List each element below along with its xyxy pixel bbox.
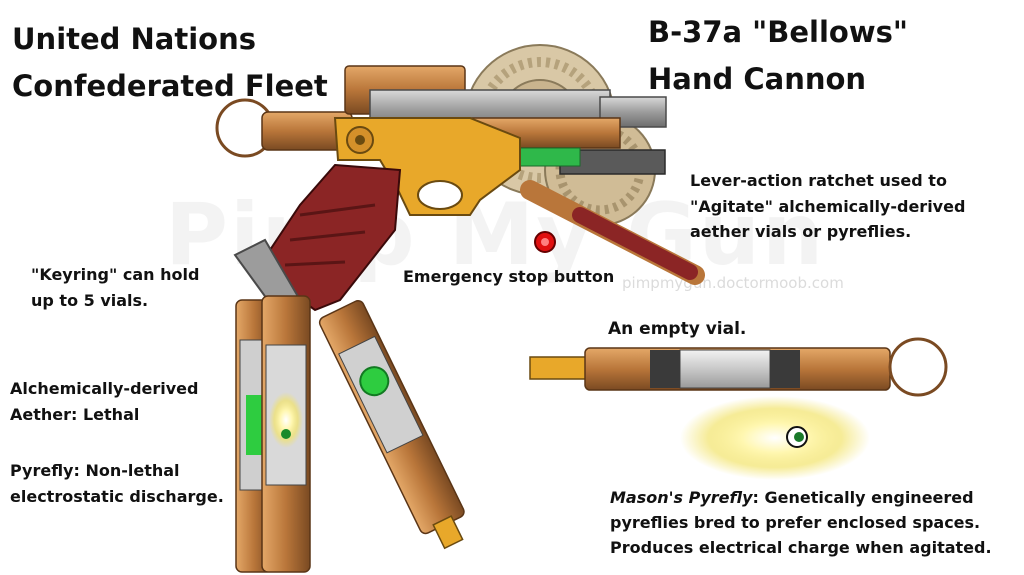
hanging-vial-angled <box>318 300 465 550</box>
pyrefly-illustration <box>680 396 870 480</box>
label-ratchet: Lever-action ratchet used to "Agitate" a… <box>690 171 966 242</box>
mason-pyrefly-name: Mason's Pyrefly <box>610 488 753 507</box>
hanging-vial-center <box>261 295 311 573</box>
title-organization: United Nations Confederated Fleet <box>12 22 328 103</box>
title-weapon: B-37a "Bellows" Hand Cannon <box>648 15 909 96</box>
label-empty-vial: An empty vial. <box>608 319 747 339</box>
grip <box>260 163 402 312</box>
label-emergency-stop: Emergency stop button <box>403 267 615 286</box>
label-keyring: "Keyring" can hold up to 5 vials. <box>31 265 200 310</box>
trigger-guard <box>417 180 463 210</box>
empty-vial-illustration <box>529 337 948 397</box>
watermark-url: pimpmygun.doctormoob.com <box>622 274 844 292</box>
label-mason-pyrefly: Mason's Pyrefly: Genetically engineered … <box>610 488 992 557</box>
ratchet-lever <box>520 180 705 285</box>
label-pyrefly: Pyrefly: Non-lethal electrostatic discha… <box>10 461 224 506</box>
label-aether: Alchemically-derived Aether: Lethal <box>10 379 199 424</box>
gold-frame <box>333 117 521 216</box>
barrel-assembly <box>261 65 667 175</box>
mason-pyrefly-desc: : Genetically engineered <box>752 488 974 507</box>
